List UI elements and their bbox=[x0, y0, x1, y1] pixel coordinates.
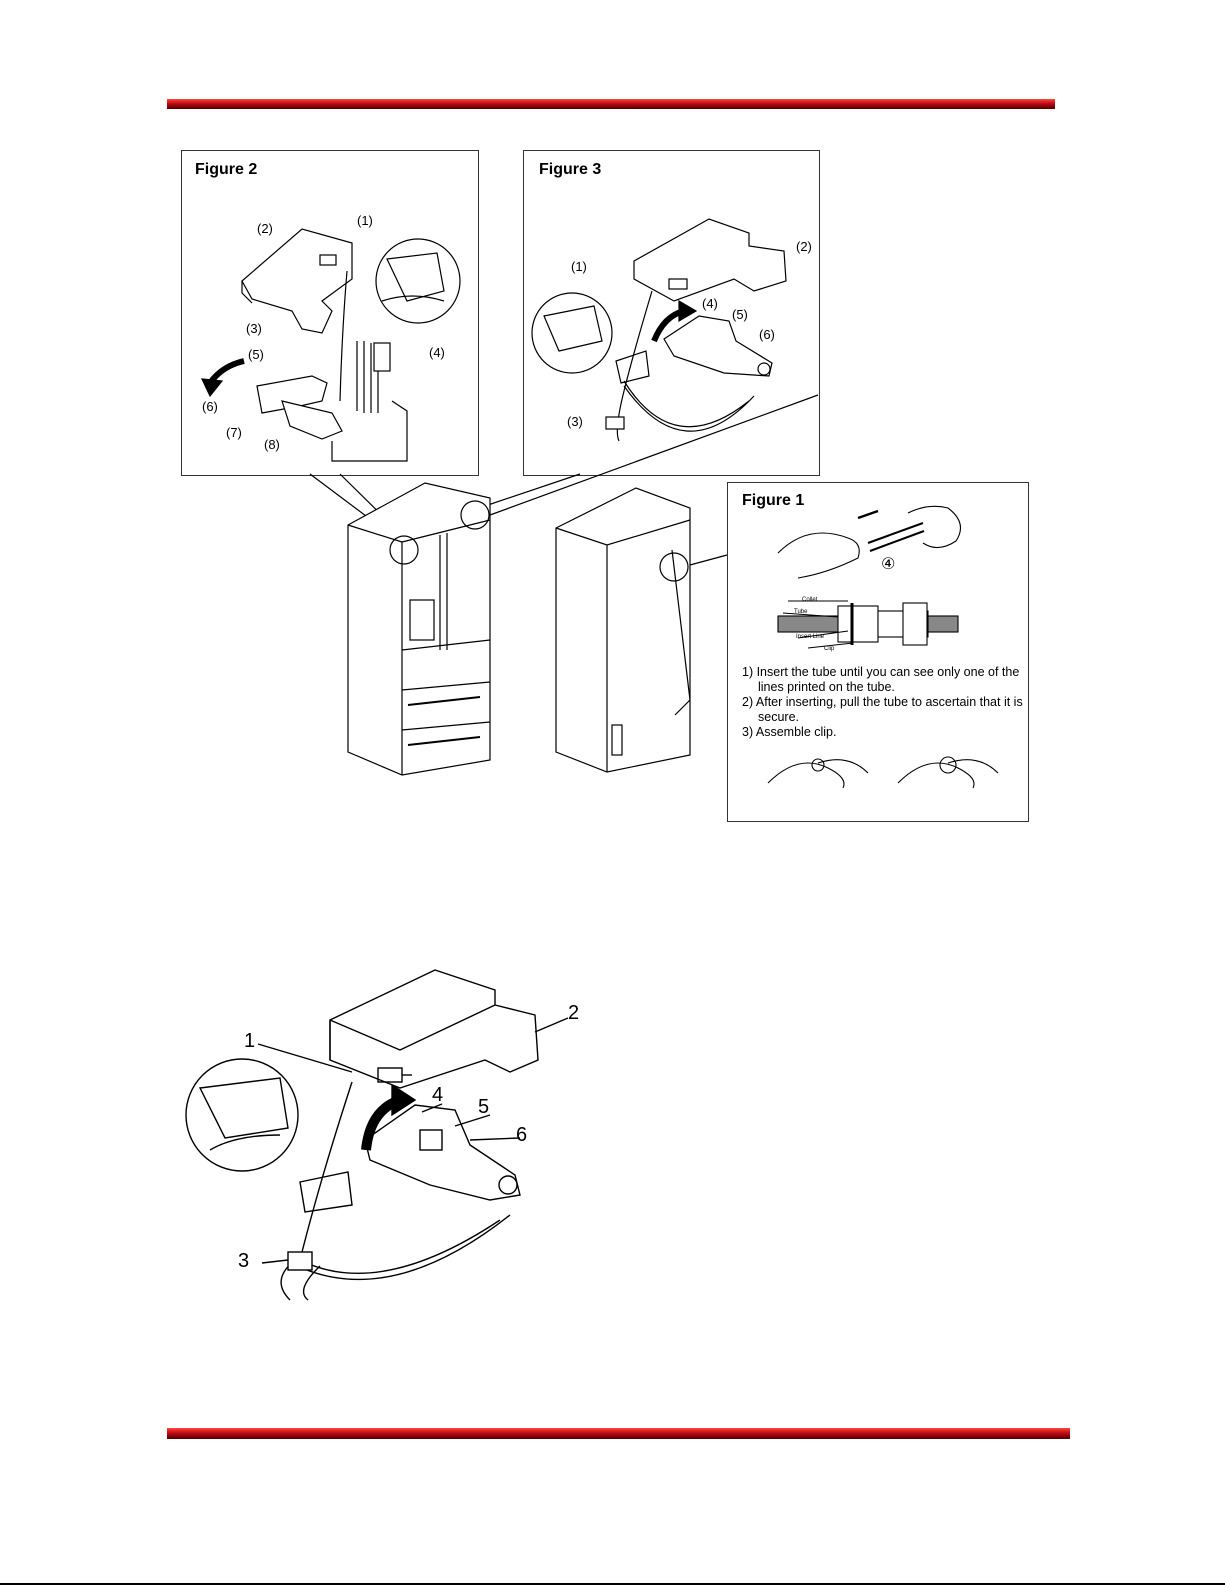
step-1: 1) Insert the tube until you can see onl… bbox=[742, 665, 1032, 695]
figure-1-illustration bbox=[728, 483, 1028, 821]
large-callout-5: 5 bbox=[478, 1096, 489, 1119]
large-callout-4: 4 bbox=[432, 1084, 443, 1107]
fig1-label-insert-line: Insert Line bbox=[796, 634, 824, 640]
figure-1-panel: Figure 1 ④ Collet Tube Insert Line Clip bbox=[727, 482, 1029, 822]
large-callout-1: 1 bbox=[244, 1030, 255, 1053]
large-callout-6: 6 bbox=[516, 1124, 527, 1147]
fig1-label-collet: Collet bbox=[802, 597, 817, 603]
figure-1-steps: 1) Insert the tube until you can see onl… bbox=[742, 665, 1032, 740]
bottom-red-rule bbox=[167, 1428, 1070, 1439]
large-callout-2: 2 bbox=[568, 1002, 579, 1025]
fig1-label-clip: Clip bbox=[824, 646, 834, 652]
large-figure: 1 2 3 4 5 6 bbox=[180, 960, 600, 1310]
step-3: 3) Assemble clip. bbox=[742, 725, 1032, 740]
fig1-label-tube: Tube bbox=[794, 609, 807, 615]
step-2: 2) After inserting, pull the tube to asc… bbox=[742, 695, 1032, 725]
fig1-circled-4: ④ bbox=[881, 554, 895, 574]
large-callout-3: 3 bbox=[238, 1250, 249, 1273]
